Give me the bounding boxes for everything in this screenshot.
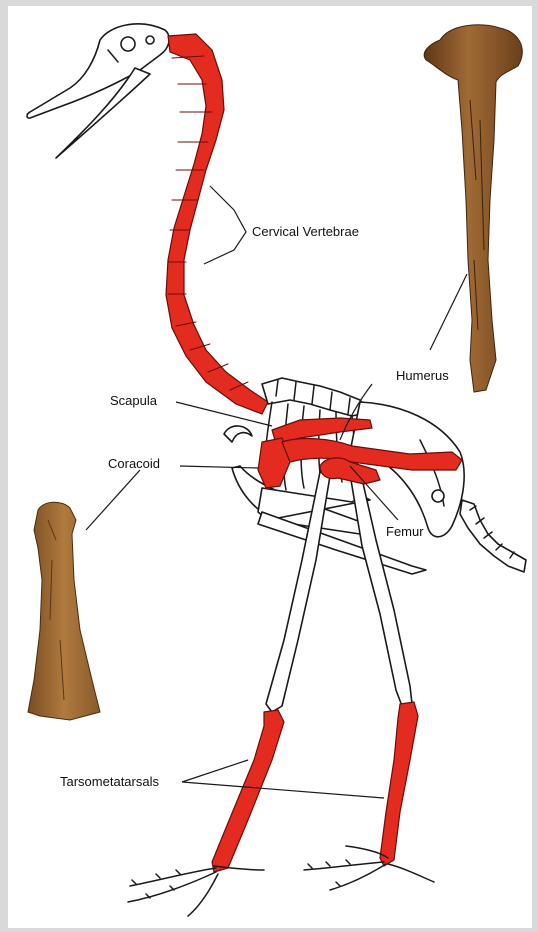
thoracic-vertebrae (262, 378, 370, 416)
foot-right (304, 846, 434, 890)
humerus-fossil-photo (424, 25, 522, 392)
skull (27, 24, 169, 158)
tail-vertebrae (460, 500, 526, 572)
foot-left (128, 866, 264, 916)
label-femur: Femur (386, 524, 424, 539)
label-cervical-vertebrae: Cervical Vertebrae (252, 224, 359, 239)
label-coracoid: Coracoid (108, 456, 160, 471)
tarsometatarsal-left (212, 710, 284, 872)
tarsometatarsal-right (380, 702, 418, 866)
label-scapula: Scapula (110, 393, 158, 408)
coracoid-fossil-photo (28, 502, 100, 720)
label-tarsometatarsals: Tarsometatarsals (60, 774, 159, 789)
label-humerus: Humerus (396, 368, 449, 383)
